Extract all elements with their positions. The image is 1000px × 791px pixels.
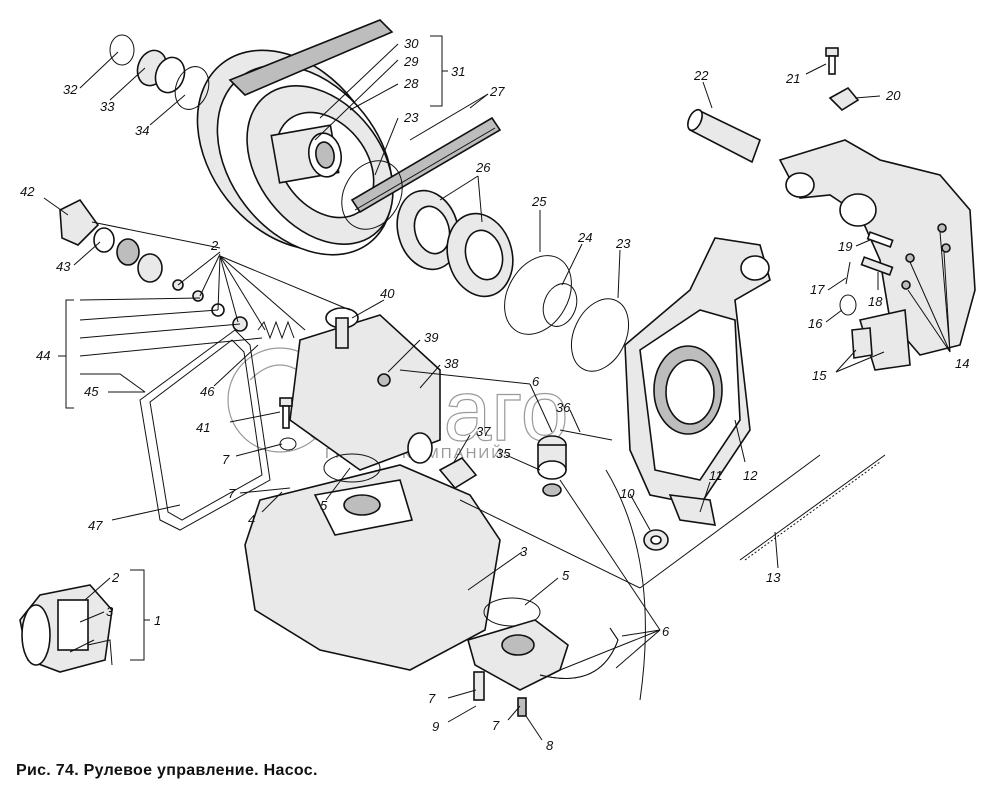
label-1: 1 (154, 613, 161, 628)
bolt-9 (473, 671, 485, 701)
lever-housing (778, 139, 976, 371)
bolt-8 (517, 697, 527, 717)
label-23b: 23 (615, 236, 631, 251)
nut-10 (643, 529, 669, 551)
fitting-36 (559, 429, 613, 441)
label-3: 3 (520, 544, 528, 559)
label-39: 39 (424, 330, 438, 345)
small-parts-2 (172, 279, 248, 332)
pulley-assembly (196, 19, 394, 256)
bolt-41 (279, 397, 293, 429)
bolt-19 (866, 231, 894, 248)
label-37: 37 (476, 424, 491, 439)
pump-inset-1 (19, 584, 113, 673)
washer-16 (839, 294, 857, 316)
label-25: 25 (531, 194, 547, 209)
block-15 (851, 327, 873, 359)
label-17: 17 (810, 282, 825, 297)
label-42: 42 (20, 184, 35, 199)
belt (350, 116, 502, 214)
label-26: 26 (475, 160, 491, 175)
label-12: 12 (743, 468, 758, 483)
label-7d: 7 (492, 718, 500, 733)
valve-spool-43 (93, 227, 163, 283)
figure-caption: Рис. 74. Рулевое управление. Насос. (16, 762, 318, 779)
label-2: 2 (210, 238, 219, 253)
label-13: 13 (766, 570, 781, 585)
circlip-32 (109, 34, 135, 66)
bearing-26a (396, 189, 460, 271)
label-36: 36 (556, 400, 571, 415)
label-5a: 5 (320, 498, 328, 513)
bolt-18 (860, 256, 894, 276)
label-16: 16 (808, 316, 823, 331)
label-7b: 7 (228, 486, 236, 501)
bearing-26b (446, 212, 514, 298)
part-labels: 32 33 34 30 29 28 23 31 27 26 25 24 23 2… (20, 36, 969, 753)
label-32: 32 (63, 82, 78, 97)
label-44: 44 (36, 348, 50, 363)
ring-34 (174, 66, 210, 110)
label-35: 35 (496, 446, 511, 461)
label-18: 18 (868, 294, 883, 309)
fitting-37 (438, 456, 478, 490)
label-15: 15 (812, 368, 827, 383)
label-10: 10 (620, 486, 635, 501)
label-22: 22 (693, 68, 709, 83)
label-6b: 6 (662, 624, 670, 639)
label-45: 45 (84, 384, 99, 399)
snap-ring-23b (570, 298, 630, 372)
label-4: 4 (248, 512, 255, 527)
gasket-5 (323, 453, 541, 627)
label-27: 27 (489, 84, 505, 99)
leader-lines (43, 35, 951, 741)
circlip-24 (542, 283, 578, 327)
label-23a: 23 (403, 110, 419, 125)
gasket-47 (139, 329, 271, 531)
label-6a: 6 (532, 374, 540, 389)
label-43: 43 (56, 259, 71, 274)
pin-22 (687, 108, 761, 164)
label-47: 47 (88, 518, 103, 533)
label-41: 41 (196, 420, 210, 435)
label-46: 46 (200, 384, 215, 399)
label-14: 14 (955, 356, 969, 371)
ring-25 (504, 255, 572, 335)
label-29: 29 (403, 54, 418, 69)
label-24: 24 (577, 230, 592, 245)
label-8: 8 (546, 738, 554, 753)
label-21: 21 (785, 71, 800, 86)
bolt-21 (825, 47, 839, 75)
washer-7 (279, 437, 297, 451)
label-9: 9 (432, 719, 439, 734)
label-11: 11 (709, 468, 723, 483)
label-19: 19 (838, 239, 852, 254)
pump-body (289, 307, 441, 471)
label-34: 34 (135, 123, 149, 138)
label-7c: 7 (428, 691, 436, 706)
bracket-12 (624, 237, 771, 526)
valve-plug-42 (59, 198, 100, 246)
fitting-35 (537, 435, 567, 497)
spring-46 (257, 320, 295, 340)
label-28: 28 (403, 76, 419, 91)
snap-ring-23a (341, 160, 403, 230)
label-33: 33 (100, 99, 115, 114)
label-2b: 2 (111, 570, 120, 585)
bushing-33 (136, 49, 186, 94)
label-7a: 7 (222, 452, 230, 467)
label-5b: 5 (562, 568, 570, 583)
label-3b: 3 (106, 604, 114, 619)
label-40: 40 (380, 286, 395, 301)
screw-13 (739, 454, 886, 561)
label-30: 30 (404, 36, 419, 51)
reservoir-3 (244, 464, 501, 671)
label-20: 20 (885, 88, 901, 103)
washer-20 (828, 86, 860, 112)
label-38: 38 (444, 356, 459, 371)
cotter-17 (845, 261, 851, 285)
label-31: 31 (451, 64, 465, 79)
